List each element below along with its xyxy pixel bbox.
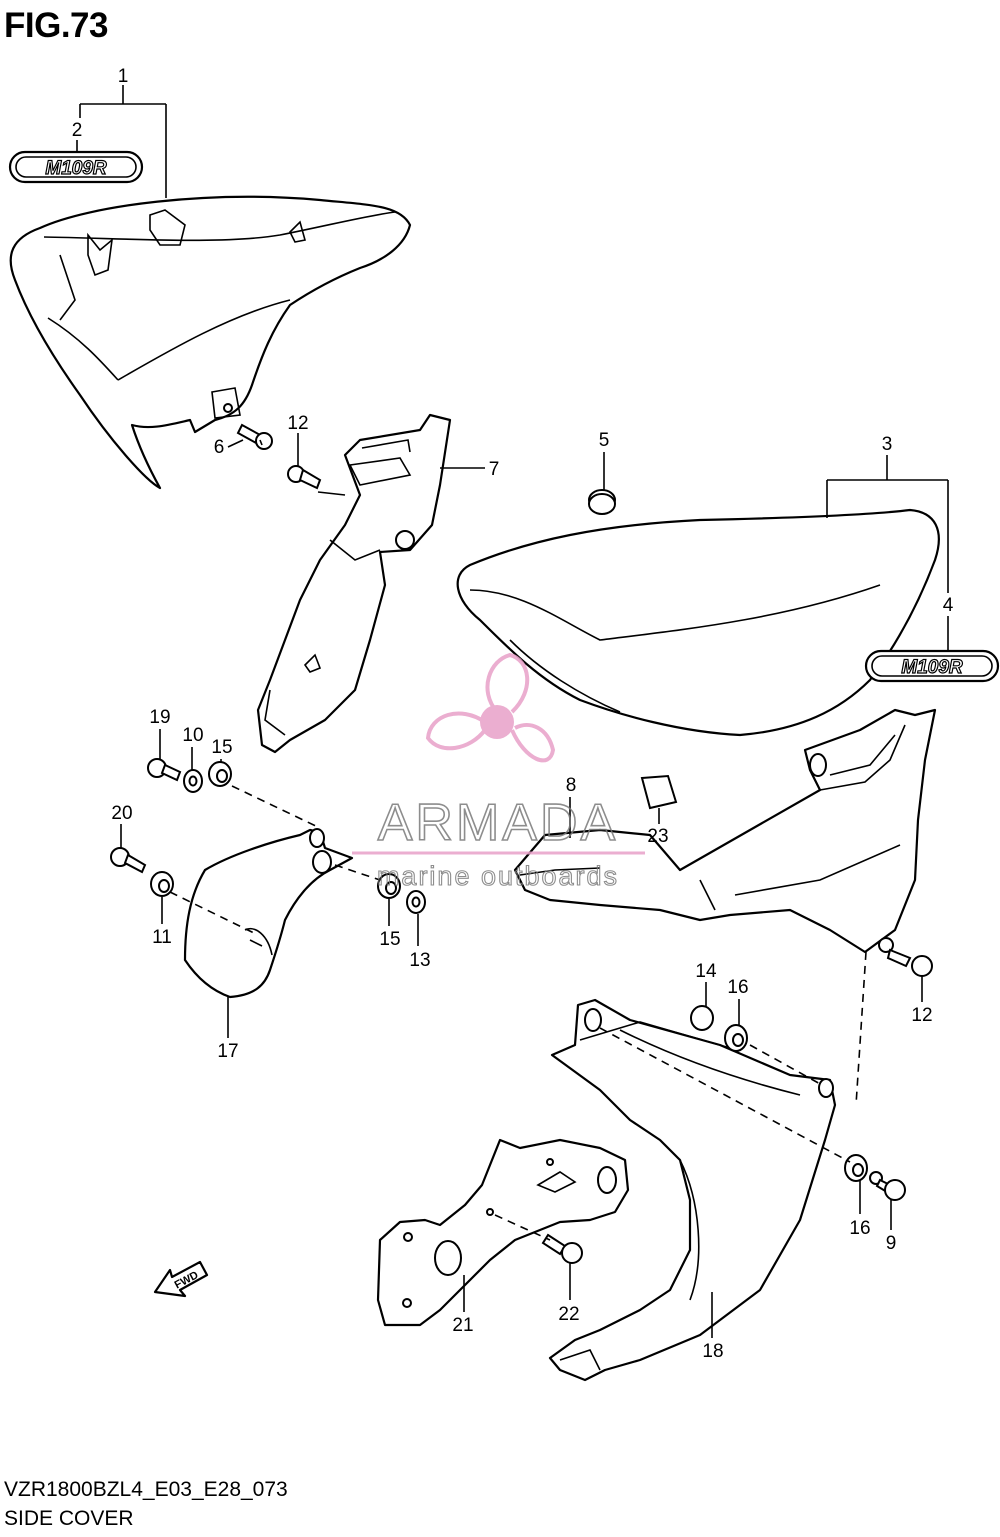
callout-8: 8 [566, 775, 577, 796]
callout-23: 23 [647, 826, 668, 847]
callout-13: 13 [409, 950, 430, 971]
side-cover-left-part-1 [9, 195, 412, 490]
model-code: VZR1800BZL4_E03_E28_073 [4, 1478, 288, 1501]
grommet-part-16-lower [844, 1154, 868, 1182]
callout-1: 1 [118, 66, 129, 87]
figure-title: FIG.73 [4, 6, 108, 45]
grommet-part-11 [150, 871, 174, 897]
callout-14: 14 [695, 961, 717, 982]
lower-cover-part-18 [548, 998, 837, 1382]
leader-lines [76, 85, 949, 1338]
callout-7: 7 [489, 459, 500, 480]
fwd-direction-arrow: FWD [153, 1260, 209, 1298]
emblem-4: M109R [864, 649, 1000, 683]
callout-4: 4 [943, 595, 954, 616]
washer-part-10 [183, 769, 203, 793]
callout-6: 6 [214, 437, 225, 458]
bracket-part-7 [256, 413, 452, 754]
emblem-text-2: M109R [45, 158, 107, 179]
grommet-part-5 [588, 489, 616, 515]
callout-19: 19 [149, 707, 170, 728]
plate-part-21 [376, 1138, 630, 1327]
callout-3: 3 [882, 434, 893, 455]
watermark-tagline: marine outboards [377, 861, 619, 891]
screw-part-6 [236, 423, 273, 450]
assembly-solid-lines [259, 439, 346, 496]
callouts: 1 2 3 4 5 6 7 8 9 10 11 12 12 13 14 15 1… [72, 66, 954, 1362]
callout-15-lower: 15 [379, 929, 400, 950]
small-cover-part-17 [183, 828, 354, 999]
callout-16-lower: 16 [849, 1218, 870, 1239]
fwd-label: FWD [173, 1269, 201, 1291]
propeller-logo-icon [425, 652, 556, 763]
washer-part-13 [406, 890, 426, 914]
callout-15-upper: 15 [211, 737, 232, 758]
callout-22: 22 [558, 1304, 579, 1325]
emblem-text-4: M109R [901, 657, 963, 678]
callout-11: 11 [152, 927, 172, 948]
callout-18: 18 [702, 1341, 723, 1362]
nut-part-14 [690, 1005, 714, 1031]
callout-21: 21 [452, 1315, 473, 1336]
frame-cover-part-8 [513, 708, 937, 954]
emblem-2: M109R [8, 150, 144, 184]
screw-part-12-lower [878, 937, 933, 977]
grommet-part-15-upper [208, 761, 232, 787]
bolt-part-20 [110, 847, 147, 874]
callout-10: 10 [182, 725, 203, 746]
bolt-part-9 [869, 1171, 906, 1201]
callout-9: 9 [886, 1233, 897, 1254]
callout-16-upper: 16 [727, 977, 748, 998]
callout-12-lower: 12 [911, 1005, 932, 1026]
callout-5: 5 [599, 430, 610, 451]
callout-17: 17 [217, 1041, 238, 1062]
assembly-dashed-lines [169, 785, 867, 1241]
watermark: ARMADA marine outboards [352, 652, 645, 892]
grommet-part-16-upper [724, 1024, 748, 1052]
bolt-part-19 [147, 758, 182, 782]
pad-part-23 [640, 774, 678, 810]
watermark-brand: ARMADA [378, 794, 618, 852]
section-name: SIDE COVER [4, 1507, 134, 1530]
side-cover-right-part-3 [456, 508, 940, 737]
callout-20: 20 [111, 803, 132, 824]
callout-2: 2 [72, 120, 83, 141]
callout-12-upper: 12 [287, 413, 308, 434]
screw-part-12-upper [287, 465, 322, 490]
grommet-part-15-lower [377, 873, 401, 899]
